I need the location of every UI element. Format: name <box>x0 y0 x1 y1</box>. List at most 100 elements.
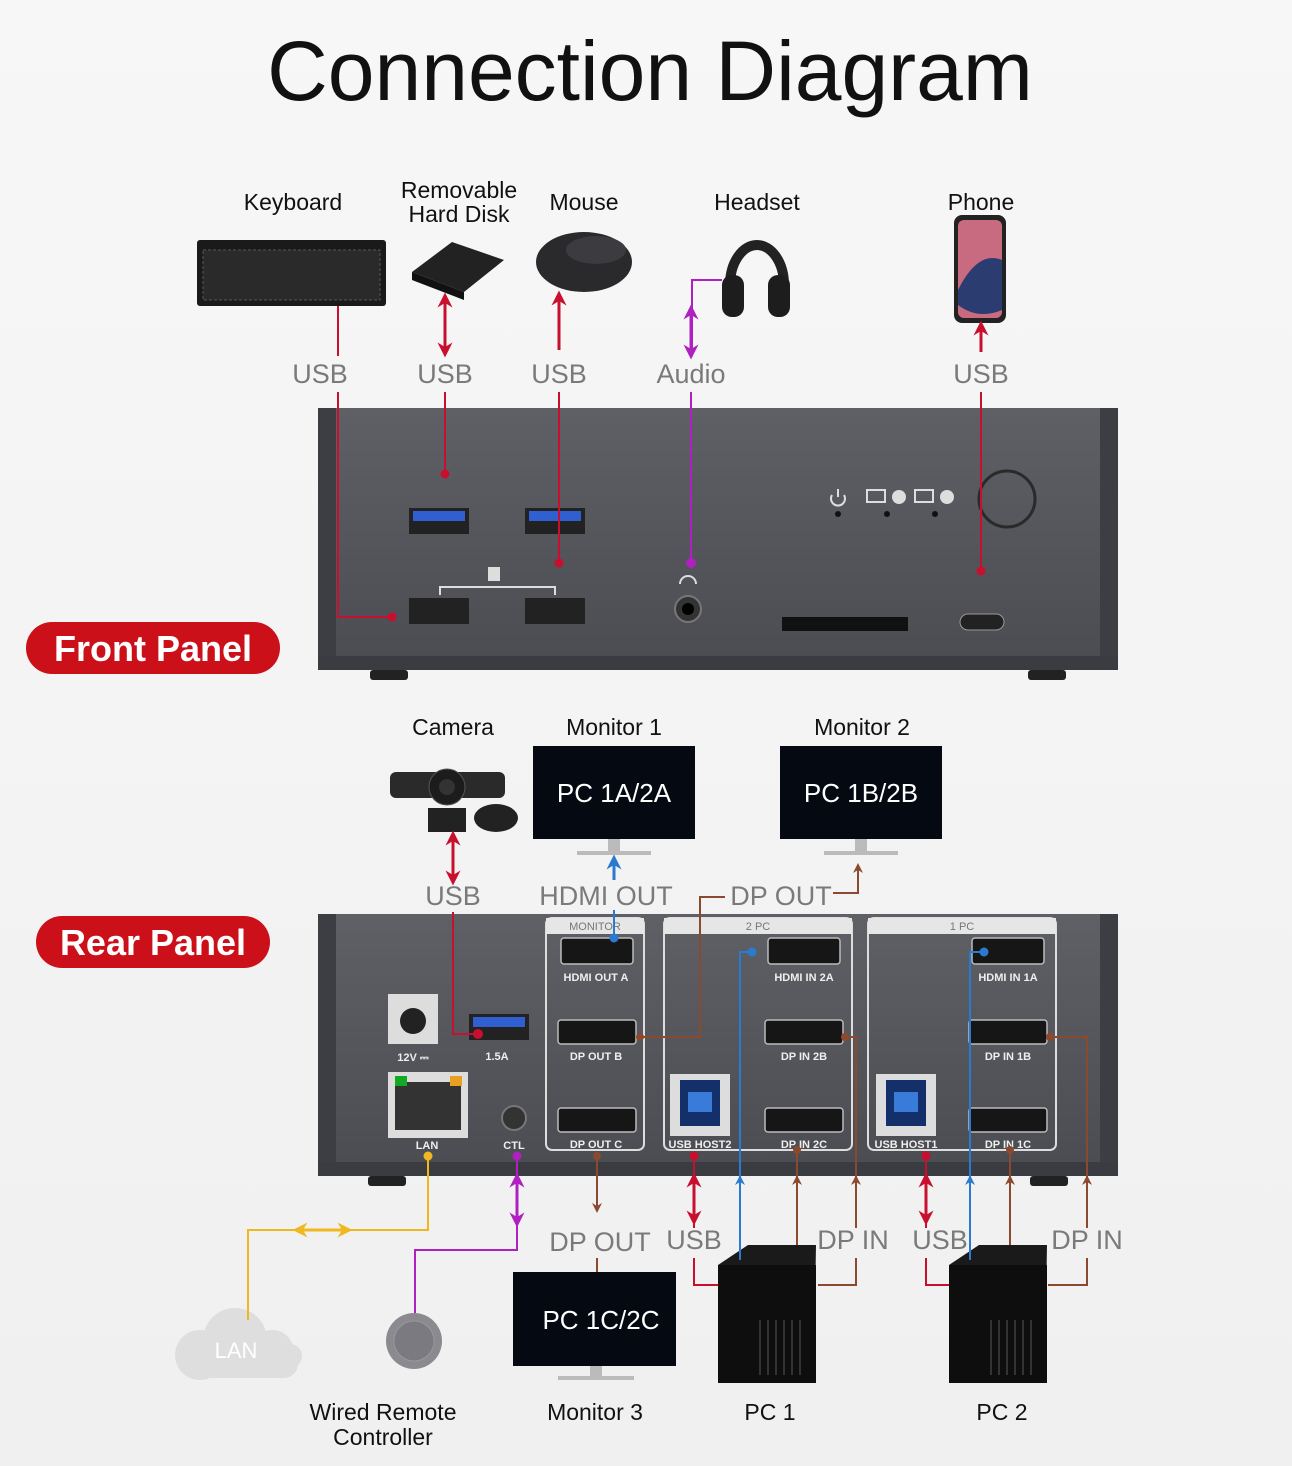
dp-out-c-port <box>557 1107 637 1133</box>
pc-2-label: PC 2 <box>976 1399 1027 1425</box>
pc2-indicator-icon <box>914 489 934 503</box>
port-label: LAN <box>416 1140 439 1152</box>
port-label: CTL <box>503 1140 525 1152</box>
hdmi-in-2a-port <box>767 937 841 965</box>
remote-label: Controller <box>333 1424 433 1450</box>
rear-connection-dots <box>423 933 1054 1161</box>
connection-label: DP IN <box>817 1225 889 1255</box>
page-title: Connection Diagram <box>267 24 1033 118</box>
monitor-2-label: Monitor 2 <box>814 714 910 740</box>
hard-disk-label: Removable <box>401 177 517 203</box>
connection-label: DP OUT <box>549 1227 651 1257</box>
front-connection-lines <box>337 279 989 618</box>
headset-image <box>722 240 790 317</box>
port-label: HDMI OUT A <box>564 972 629 984</box>
lan-cloud-image: LAN <box>175 1308 302 1380</box>
power-button[interactable] <box>977 469 1037 529</box>
front-panel-badge: Front Panel <box>26 622 280 674</box>
port-label: DP OUT C <box>570 1139 622 1151</box>
svg-text:PC 1B/2B: PC 1B/2B <box>804 778 918 808</box>
port-label: DP IN 1C <box>985 1139 1031 1151</box>
hdmi-out-a-port <box>560 937 634 965</box>
dp-in-2b-port <box>764 1019 844 1045</box>
monitor-3-label: Monitor 3 <box>547 1399 643 1425</box>
usb-port-mouse <box>525 598 585 624</box>
group-label: MONITOR <box>569 921 621 933</box>
dp-out-b-port <box>557 1019 637 1045</box>
pc2-dp-b-line <box>1048 1036 1088 1286</box>
phone-image <box>954 215 1006 323</box>
monitor-2: PC 1B/2B <box>780 746 942 855</box>
port-label: 12V ⎓ <box>397 1052 429 1064</box>
connection-label: USB <box>425 881 481 911</box>
connection-label: USB <box>531 359 587 389</box>
rear-panel-badge: Rear Panel <box>36 916 270 968</box>
connection-label: USB <box>953 359 1009 389</box>
port-label: HDMI IN 2A <box>774 972 833 984</box>
ctl-port <box>501 1105 527 1131</box>
dp-in-1c-port <box>968 1107 1048 1133</box>
usb-port-keyboard <box>409 598 469 624</box>
monitor-1-label: Monitor 1 <box>566 714 662 740</box>
usb-port <box>409 508 469 534</box>
dongle-icon <box>488 567 500 581</box>
front-connection-dots <box>387 469 986 622</box>
hard-disk-image <box>412 242 504 300</box>
keyboard-label: Keyboard <box>244 189 342 215</box>
port-label: DP OUT B <box>570 1051 622 1063</box>
group-label: 1 PC <box>950 921 975 933</box>
connection-label: DP IN <box>1051 1225 1123 1255</box>
connection-label: DP OUT <box>730 881 832 911</box>
pc-2-image <box>949 1245 1047 1383</box>
svg-text:LAN: LAN <box>215 1338 258 1363</box>
connection-label: USB <box>666 1225 722 1255</box>
monitor-3: PC 1C/2C <box>513 1272 676 1380</box>
front-panel-device <box>318 408 1118 680</box>
dp-in-2c-port <box>764 1107 844 1133</box>
keyboard-usb-line <box>337 306 390 618</box>
group-label: 2 PC <box>746 921 771 933</box>
port-label: USB HOST2 <box>669 1139 732 1151</box>
port-label: USB HOST1 <box>875 1139 938 1151</box>
power-icon <box>830 489 846 507</box>
pc-1-label: PC 1 <box>744 1399 795 1425</box>
dp-in-1b-port <box>968 1019 1048 1045</box>
dp-out-b-line <box>640 896 725 1038</box>
headset-label: Headset <box>714 189 800 215</box>
ctl-line <box>414 1156 518 1313</box>
pc-1-image <box>718 1245 816 1383</box>
card-slot <box>782 617 908 631</box>
svg-text:Rear Panel: Rear Panel <box>60 922 246 963</box>
dp-out-b-arrow <box>833 863 863 894</box>
connection-label: Audio <box>656 359 725 389</box>
rear-panel-device <box>318 914 1118 1186</box>
camera-usb-line <box>452 912 478 1035</box>
usb-c-port <box>959 613 1005 631</box>
mouse-image <box>536 232 632 292</box>
keyboard-image <box>197 240 386 306</box>
camera-image <box>390 768 518 832</box>
usb-port <box>525 508 585 534</box>
svg-text:PC 1C/2C: PC 1C/2C <box>542 1305 659 1335</box>
monitor-1: PC 1A/2A <box>533 746 695 855</box>
headset-icon <box>679 575 697 585</box>
hard-disk-label: Hard Disk <box>409 201 510 227</box>
port-label: 1.5A <box>485 1051 508 1063</box>
phone-label: Phone <box>948 189 1015 215</box>
svg-text:Front Panel: Front Panel <box>54 628 252 669</box>
rear-connection-lines <box>247 830 1092 1320</box>
pc1-indicator-icon <box>866 489 886 503</box>
mouse-label: Mouse <box>549 189 618 215</box>
port-label: DP IN 2B <box>781 1051 827 1063</box>
port-label: DP IN 1B <box>985 1051 1031 1063</box>
connection-label: USB <box>912 1225 968 1255</box>
headset-audio-line <box>691 279 722 355</box>
port-label: HDMI IN 1A <box>978 972 1037 984</box>
port-label: DP IN 2C <box>781 1139 827 1151</box>
camera-label: Camera <box>412 714 494 740</box>
remote-label: Wired Remote <box>310 1399 457 1425</box>
svg-text:PC 1A/2A: PC 1A/2A <box>557 778 672 808</box>
connection-label: HDMI OUT <box>539 881 672 911</box>
